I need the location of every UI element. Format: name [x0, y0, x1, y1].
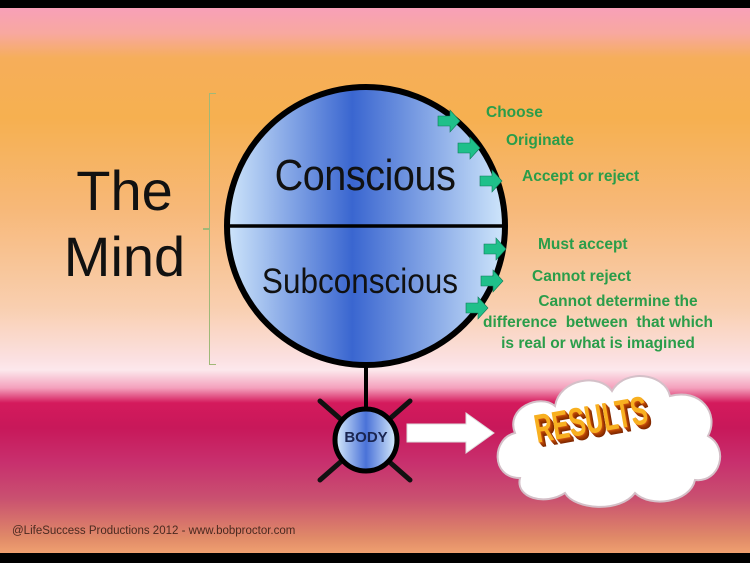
slide: The Mind: [0, 8, 750, 553]
diagram-graphics: [224, 84, 722, 508]
mind-bracket-tick: [203, 228, 210, 230]
mind-circle: [224, 84, 508, 368]
body-label: BODY: [344, 429, 388, 446]
conscious-label: Conscious: [274, 151, 456, 200]
trait-must-accept: Must accept: [538, 236, 628, 253]
title-line-mind: Mind: [63, 225, 186, 288]
note-line-2: difference between that which: [483, 314, 713, 331]
trait-choose: Choose: [486, 104, 543, 121]
slide-title: The Mind: [52, 158, 197, 290]
footer-copyright: @LifeSuccess Productions 2012 - www.bobp…: [12, 525, 296, 537]
trait-cannot-reject: Cannot reject: [532, 268, 632, 285]
trait-accept-or-reject: Accept or reject: [522, 168, 640, 185]
trait-originate: Originate: [506, 132, 575, 149]
body-circle: [332, 406, 400, 474]
white-right-arrow-icon: [406, 412, 495, 454]
cloud-icon: [496, 375, 722, 508]
note-line-1: Cannot determine the: [538, 293, 698, 310]
subconscious-label: Subconscious: [261, 262, 459, 301]
title-line-the: The: [76, 159, 173, 222]
note-line-3: is real or what is imagined: [501, 335, 695, 352]
right-arrow-icon: [437, 109, 507, 320]
subconscious-note: Cannot determine the difference between …: [448, 291, 748, 354]
